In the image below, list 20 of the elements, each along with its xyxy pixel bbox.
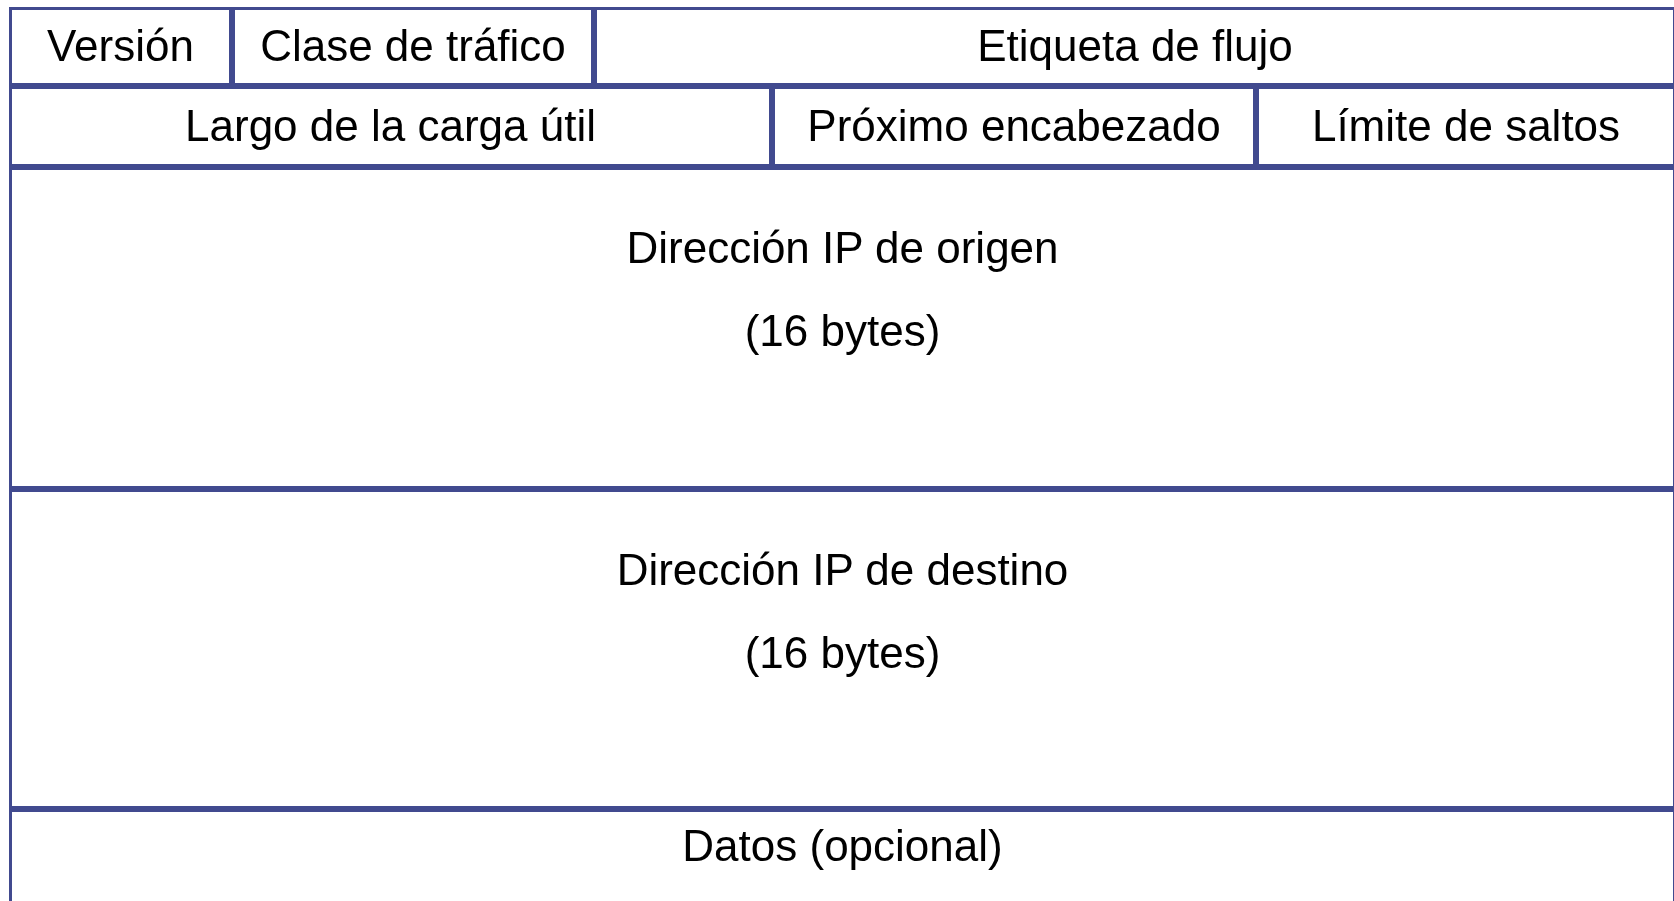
field-label: Dirección IP de origen — [626, 222, 1059, 274]
header-field — [9, 809, 1674, 901]
header-field — [232, 7, 594, 86]
header-field — [9, 86, 772, 167]
header-field — [9, 489, 1674, 809]
field-label: Versión — [47, 20, 194, 73]
field-label: Clase de tráfico — [260, 20, 566, 73]
field-label: Límite de saltos — [1311, 100, 1621, 153]
header-field — [9, 167, 1674, 489]
field-label: Datos (opcional) — [682, 820, 1003, 872]
field-label: Etiqueta de flujo — [977, 20, 1293, 73]
header-field — [1256, 86, 1674, 167]
field-label: (16 bytes) — [744, 304, 941, 357]
header-field — [772, 86, 1256, 167]
field-label: Próximo encabezado — [807, 100, 1221, 153]
header-field — [9, 7, 232, 86]
header-field — [594, 7, 1674, 86]
field-label: (16 bytes) — [744, 626, 941, 679]
field-label: Dirección IP de destino — [616, 544, 1069, 596]
field-label: Largo de la carga útil — [185, 100, 596, 153]
